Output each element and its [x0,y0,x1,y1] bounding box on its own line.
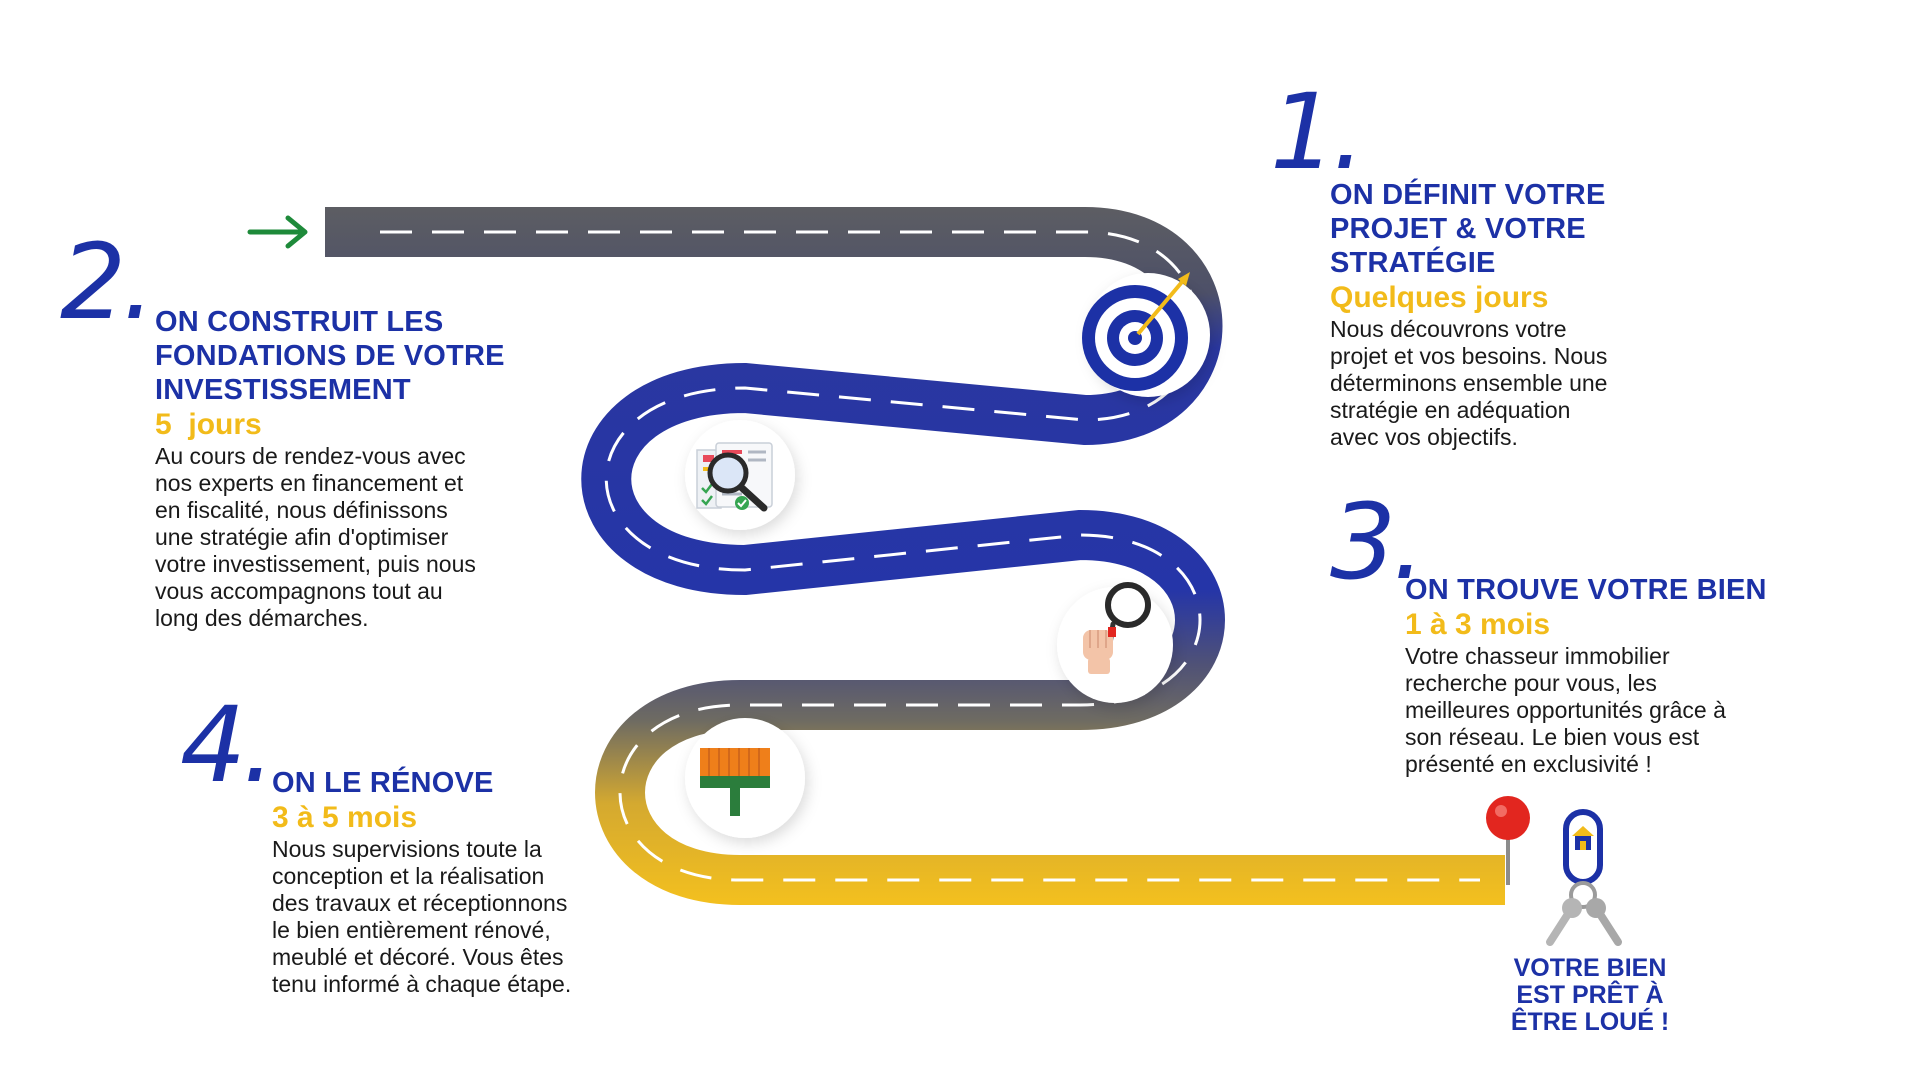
house-keys-icon [1546,809,1622,946]
start-arrow-icon [247,215,308,249]
step-2-number: 2. [60,221,155,343]
step-1-title: ON DÉFINIT VOTRE PROJET & VOTRE STRATÉGI… [1330,179,1606,279]
step-4-duration: 3 à 5 mois [272,801,418,834]
step-3-number: 3. [1330,481,1425,603]
step-3-description: Votre chasseur immobilier recherche pour… [1405,643,1726,777]
step-4-number: 4. [180,684,275,806]
step-2-description: Au cours de rendez-vous avec nos experts… [155,443,476,631]
target-icon [1082,272,1210,397]
step-1-number: 1. [1270,71,1365,193]
step-3-title: ON TROUVE VOTRE BIEN [1405,574,1767,606]
magnifier-hand-icon [1057,582,1173,703]
step-4: ON LE RÉNOVE 3 à 5 mois Nous supervision… [272,766,692,998]
step-3: ON TROUVE VOTRE BIEN 1 à 3 mois Votre ch… [1405,573,1825,778]
step-1-description: Nous découvrons votre projet et vos beso… [1330,316,1608,450]
step-4-title: ON LE RÉNOVE [272,767,494,799]
step-1-duration: Quelques jours [1330,281,1549,314]
destination-pin-icon [1486,796,1530,885]
step-4-description: Nous supervisions toute la conception et… [272,836,572,997]
step-2-title: ON CONSTRUIT LES FONDATIONS DE VOTRE INV… [155,306,505,406]
step-1: ON DÉFINIT VOTRE PROJET & VOTRE STRATÉGI… [1330,178,1750,451]
final-message: VOTRE BIEN EST PRÊT À ÊTRE LOUÉ ! [1510,954,1670,1036]
paint-brush-icon [685,718,805,838]
road-lane-markings [380,230,1480,882]
step-2-duration: 5 jours [155,408,262,441]
step-3-duration: 1 à 3 mois [1405,608,1551,641]
step-2: ON CONSTRUIT LES FONDATIONS DE VOTRE INV… [155,305,575,632]
document-analysis-icon [685,420,795,530]
